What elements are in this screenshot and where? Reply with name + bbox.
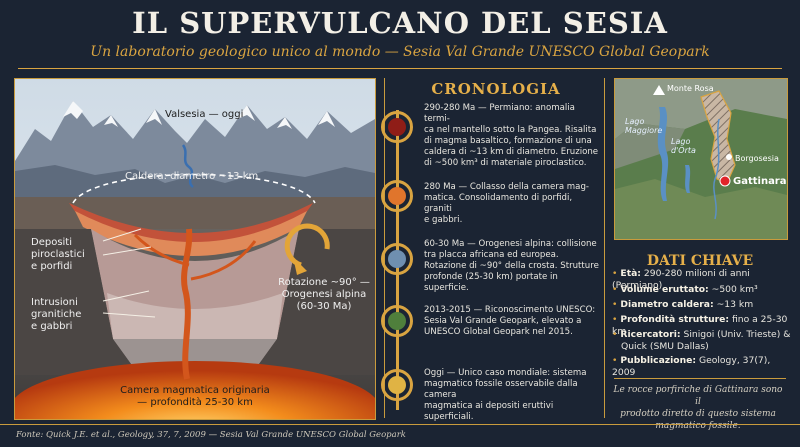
rotation-label: Rotazione ~90° —Orogenesi alpina(60-30 M… xyxy=(278,277,370,312)
cross-section-panel: Valsesia — oggi Caldera: diametro ~13 km… xyxy=(14,78,376,420)
lake-maggiore xyxy=(657,107,669,201)
fact-volume: •Volume eruttato: ~500 km³ xyxy=(612,284,758,295)
timeline-item-4: 2013-2015 — Riconoscimento UNESCO:Sesia … xyxy=(424,305,596,337)
fact-age: •Età: 290-280 milioni di anni (Permiano) xyxy=(612,268,750,291)
cross-section-diagram xyxy=(15,79,375,419)
caldera-arc xyxy=(72,173,316,204)
timeline-item-2: 280 Ma — Collasso della camera mag-matic… xyxy=(424,182,590,225)
source-caption: Fonte: Quick J.E. et al., Geology, 37, 7… xyxy=(16,430,406,440)
valsesia-label: Valsesia — oggi xyxy=(165,109,244,120)
fact-researchers: •Ricercatori: Sinigoi (Univ. Trieste) & xyxy=(612,329,791,340)
borgosesia-label: Borgosesia xyxy=(735,154,779,163)
timeline-node-3 xyxy=(381,243,413,275)
note-divider xyxy=(614,378,786,379)
caldera-label: Caldera: diametro ~13 km xyxy=(125,171,259,182)
page-subtitle: Un laboratorio geologico unico al mondo … xyxy=(90,44,710,60)
chamber-label: Camera magmatica originaria— profondità … xyxy=(120,385,270,408)
map-graphic xyxy=(615,79,787,239)
magma-chamber xyxy=(15,361,375,419)
footer-rule xyxy=(0,424,800,425)
divider-right xyxy=(604,78,605,418)
magma-conduit xyxy=(181,228,193,380)
monte-rosa-icon xyxy=(653,85,665,95)
timeline-node-2 xyxy=(381,180,413,212)
chronology-title: CRONOLOGIA xyxy=(431,80,561,98)
timeline-node-5 xyxy=(381,369,413,401)
gattinara-label: Gattinara xyxy=(733,176,787,187)
timeline-item-1: 290-280 Ma — Permiano: anomalia termi-ca… xyxy=(424,103,599,168)
page-title: IL SUPERVULCANO DEL SESIA xyxy=(132,6,668,40)
key-facts-note: Le rocce porfiriche di Gattinara sono il… xyxy=(613,385,783,431)
fact-depth: •Profondità strutture: fino a 25-30 km xyxy=(612,314,788,337)
gattinara-dot xyxy=(719,175,731,187)
borgosesia-dot xyxy=(726,154,732,160)
key-facts-title: DATI CHIAVE xyxy=(646,253,754,269)
fact-publication: •Pubblicazione: Geology, 37(7), 2009 xyxy=(612,355,771,378)
fact-researchers-cont: Quick (SMU Dallas) xyxy=(621,341,709,352)
lake-orta xyxy=(685,165,691,193)
header-divider xyxy=(18,68,782,69)
fact-caldera: •Diametro caldera: ~13 km xyxy=(612,299,754,310)
sesia-river xyxy=(181,144,194,188)
monte-rosa-label: Monte Rosa xyxy=(667,84,714,93)
timeline-node-4 xyxy=(381,305,413,337)
rotation-arrow xyxy=(284,223,330,268)
timeline-node-1 xyxy=(381,111,413,143)
